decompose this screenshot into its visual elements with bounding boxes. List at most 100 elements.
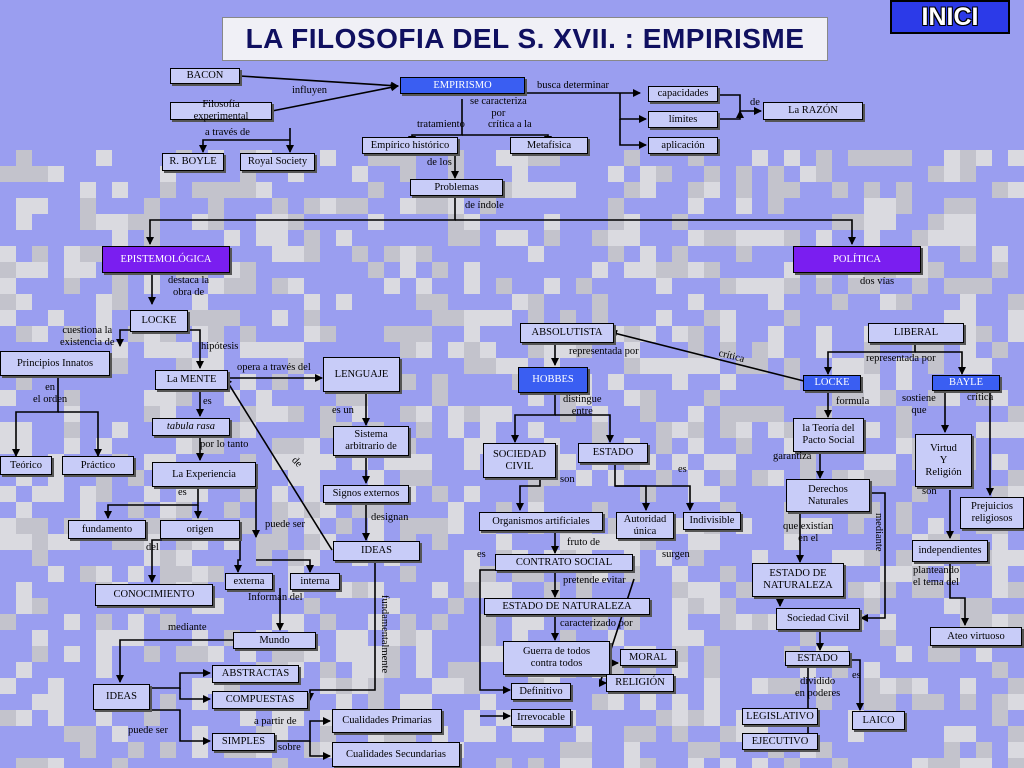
node-empirismo[interactable]: EMPIRISMO <box>400 77 525 94</box>
node-definitivo[interactable]: Definitivo <box>511 683 571 700</box>
node-teorico[interactable]: Teórico <box>0 456 52 475</box>
node-estado-de-naturaleza-hobbes[interactable]: ESTADO DE NATURALEZA <box>484 598 650 615</box>
node-moral[interactable]: MORAL <box>620 649 676 666</box>
node-prejuicios-religiosos[interactable]: Prejuicios religiosos <box>960 497 1024 529</box>
label-dos-vias: dos vías <box>860 276 895 287</box>
node-sistema-arbitrario[interactable]: Sistema arbitrario de <box>333 426 409 456</box>
node-ideas-left[interactable]: IDEAS <box>93 684 150 710</box>
node-cualidades-primarias[interactable]: Cualidades Primarias <box>332 709 442 733</box>
mosaic-tile <box>464 358 480 374</box>
node-virtud-religion[interactable]: Virtud Y Religión <box>915 434 972 487</box>
mosaic-tile <box>48 678 64 694</box>
mosaic-tile <box>784 758 800 768</box>
node-bacon[interactable]: BACON <box>170 68 240 84</box>
mosaic-tile <box>960 726 976 742</box>
mosaic-tile <box>464 662 480 678</box>
mosaic-tile <box>576 726 592 742</box>
node-locke-politics[interactable]: LOCKE <box>803 375 861 391</box>
mosaic-tile <box>368 582 384 598</box>
mosaic-tile <box>672 662 688 678</box>
mosaic-tile <box>832 662 848 678</box>
node-principios-innatos[interactable]: Principios Innatos <box>0 351 110 376</box>
node-lenguaje[interactable]: LENGUAJE <box>323 357 400 392</box>
mosaic-tile <box>912 582 928 598</box>
node-simples[interactable]: SIMPLES <box>212 733 275 751</box>
node-filosofia-experimental[interactable]: Filosofía experimental <box>170 99 272 122</box>
mosaic-tile <box>448 422 464 438</box>
node-origen[interactable]: origen <box>160 520 240 539</box>
node-estado-hobbes[interactable]: ESTADO <box>578 443 648 463</box>
node-legislativo[interactable]: LEGISLATIVO <box>742 708 818 725</box>
node-indivisible[interactable]: Indivisible <box>683 512 741 530</box>
mosaic-tile <box>768 422 784 438</box>
mosaic-tile <box>448 406 464 422</box>
node-ejecutivo[interactable]: EJECUTIVO <box>742 733 818 750</box>
node-la-razon[interactable]: La RAZÓN <box>763 102 863 120</box>
node-limites[interactable]: límites <box>648 111 718 128</box>
node-politica[interactable]: POLÍTICA <box>793 246 921 273</box>
node-epistemologica[interactable]: EPISTEMOLÓGICA <box>102 246 230 273</box>
node-guerra-de-todos[interactable]: Guerra de todos contra todos <box>503 641 610 675</box>
node-ideas-mid[interactable]: IDEAS <box>333 541 420 561</box>
node-autoridad-unica[interactable]: Autoridad única <box>616 512 674 539</box>
mosaic-tile <box>752 758 768 768</box>
node-bayle[interactable]: BAYLE <box>932 375 1000 391</box>
node-fundamento[interactable]: fundamento <box>68 520 146 539</box>
mosaic-tile <box>928 646 944 662</box>
node-conocimiento[interactable]: CONOCIMIENTO <box>95 584 213 606</box>
mosaic-tile <box>112 294 128 310</box>
mosaic-tile <box>576 390 592 406</box>
node-aplicacion[interactable]: aplicación <box>648 137 718 154</box>
node-independientes[interactable]: independientes <box>912 540 988 562</box>
node-la-experiencia[interactable]: La Experiencia <box>152 462 256 487</box>
node-tabula-rasa[interactable]: tabula rasa <box>152 418 230 436</box>
node-metafisica[interactable]: Metafísica <box>510 137 588 154</box>
node-locke-epistemology[interactable]: LOCKE <box>130 310 188 332</box>
node-problemas[interactable]: Problemas <box>410 179 503 196</box>
node-laico[interactable]: LAICO <box>852 711 905 730</box>
node-irrevocable[interactable]: Irrevocable <box>511 709 571 726</box>
mosaic-tile <box>640 262 656 278</box>
node-practico[interactable]: Práctico <box>62 456 134 475</box>
node-religion[interactable]: RELIGIÓN <box>606 674 674 692</box>
node-sociedad-civil[interactable]: SOCIEDAD CIVIL <box>483 443 556 478</box>
mosaic-tile <box>336 230 352 246</box>
node-organismos-artificiales[interactable]: Organismos artificiales <box>479 512 603 531</box>
node-la-mente[interactable]: La MENTE <box>155 370 228 390</box>
node-absolutista[interactable]: ABSOLUTISTA <box>520 323 614 343</box>
mosaic-tile <box>112 230 128 246</box>
node-cualidades-secundarias[interactable]: Cualidades Secundarias <box>332 742 460 767</box>
node-teoria-pacto[interactable]: la Teoría del Pacto Social <box>793 418 864 452</box>
mosaic-tile <box>176 550 192 566</box>
mosaic-tile <box>848 550 864 566</box>
node-empirico-historico[interactable]: Empírico histórico <box>362 137 458 154</box>
node-signos-externos[interactable]: Signos externos <box>323 485 409 503</box>
node-hobbes[interactable]: HOBBES <box>518 367 588 393</box>
node-externa[interactable]: externa <box>225 573 273 590</box>
node-derechos-naturales[interactable]: Derechos Naturales <box>786 479 870 512</box>
mosaic-tile <box>752 278 768 294</box>
node-r-boyle[interactable]: R. BOYLE <box>162 153 224 171</box>
mosaic-tile <box>416 294 432 310</box>
mosaic-tile <box>400 198 416 214</box>
mosaic-tile <box>176 438 192 454</box>
home-button[interactable]: INICI <box>890 0 1010 34</box>
node-compuestas[interactable]: COMPUESTAS <box>212 691 308 709</box>
mosaic-tile <box>720 470 736 486</box>
node-mundo[interactable]: Mundo <box>233 632 316 649</box>
mosaic-tile <box>896 358 912 374</box>
mosaic-tile <box>32 166 48 182</box>
node-royal-society[interactable]: Royal Society <box>240 153 315 171</box>
label-distingue-entre: distingue entre <box>563 394 602 417</box>
node-capacidades[interactable]: capacidades <box>648 86 718 102</box>
node-interna[interactable]: interna <box>290 573 340 590</box>
node-ateo-virtuoso[interactable]: Ateo virtuoso <box>930 627 1022 646</box>
node-sociedad-civil-locke[interactable]: Sociedad Civil <box>776 608 860 630</box>
mosaic-tile <box>0 710 16 726</box>
node-abstractas[interactable]: ABSTRACTAS <box>212 665 299 683</box>
node-contrato-social[interactable]: CONTRATO SOCIAL <box>495 554 633 571</box>
mosaic-tile <box>704 534 720 550</box>
node-liberal[interactable]: LIBERAL <box>868 323 964 343</box>
node-estado-locke[interactable]: ESTADO <box>785 651 850 666</box>
node-estado-de-naturaleza-locke[interactable]: ESTADO DE NATURALEZA <box>752 563 844 597</box>
